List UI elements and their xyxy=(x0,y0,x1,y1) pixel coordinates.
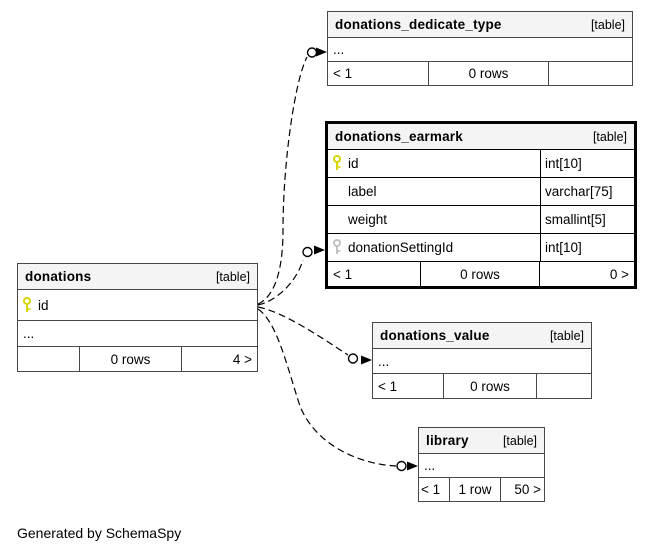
footer-parents-count: 50 > xyxy=(500,478,544,501)
table-donations_value[interactable]: donations_value [table] ... < 1 0 rows xyxy=(372,322,592,399)
column-row: label varchar[75] xyxy=(328,178,634,206)
column-row: weight smallint[5] xyxy=(328,206,634,234)
table-name: donations_value xyxy=(380,328,490,343)
column-name: label xyxy=(348,184,377,199)
column-name: ... xyxy=(378,353,390,369)
column-type: int[10] xyxy=(540,234,634,261)
column-name: weight xyxy=(348,212,388,227)
table-tag: [table] xyxy=(590,17,625,32)
footer-parents-count xyxy=(548,62,632,85)
column-name: donationSettingId xyxy=(348,240,454,255)
column-type: int[10] xyxy=(540,150,634,177)
relationship-edge-donations-to-donations_dedicate_type xyxy=(257,47,327,305)
footer-parents-count: 4 > xyxy=(181,347,257,371)
relationship-edge-donations-to-donations_earmark xyxy=(257,245,325,306)
table-header[interactable]: donations_earmark [table] xyxy=(328,124,634,150)
footer-row-count: 0 rows xyxy=(79,347,181,371)
footer-row-count: 0 rows xyxy=(428,62,548,85)
table-footer: < 1 1 row 50 > xyxy=(419,478,544,501)
footer-row-count: 1 row xyxy=(449,478,500,501)
zero-cardinality-circle xyxy=(302,246,313,258)
column-name: id xyxy=(348,156,359,171)
table-name: donations_dedicate_type xyxy=(335,17,502,32)
column-name: ... xyxy=(333,42,345,57)
column-row: ... xyxy=(419,454,544,478)
zero-cardinality-circle xyxy=(347,353,359,364)
table-header[interactable]: library [table] xyxy=(419,428,544,454)
table-tag: [table] xyxy=(592,129,627,144)
column-name: ... xyxy=(424,458,436,473)
table-header[interactable]: donations [table] xyxy=(18,264,257,290)
arrowhead-icon xyxy=(316,47,327,57)
table-donations[interactable]: donations [table] id ... 0 rows 4 > xyxy=(17,263,258,372)
primary-key-icon xyxy=(18,296,38,314)
footer-children-count: < 1 xyxy=(421,482,441,497)
footer-children-count: < 1 xyxy=(378,378,398,394)
generator-credit: Generated by SchemaSpy xyxy=(17,525,182,541)
table-name: library xyxy=(426,433,469,448)
table-footer: < 1 0 rows xyxy=(328,62,632,85)
column-row: donationSettingId int[10] xyxy=(328,234,634,262)
footer-children-count: < 1 xyxy=(333,266,353,282)
table-name: donations_earmark xyxy=(335,129,463,144)
footer-children-count xyxy=(18,347,79,371)
relationship-edge-donations-to-library xyxy=(257,308,418,472)
zero-cardinality-circle xyxy=(396,460,407,472)
column-row: ... xyxy=(328,38,632,62)
table-donations_dedicate_type[interactable]: donations_dedicate_type [table] ... < 1 … xyxy=(327,11,633,86)
table-header[interactable]: donations_dedicate_type [table] xyxy=(328,12,632,38)
table-library[interactable]: library [table] ... < 1 1 row 50 > xyxy=(418,427,545,502)
footer-parents-count xyxy=(536,374,591,398)
column-row: id xyxy=(18,290,257,321)
column-name: ... xyxy=(23,326,35,341)
arrowhead-icon xyxy=(314,245,325,255)
column-row: ... xyxy=(18,321,257,347)
column-name: id xyxy=(38,297,49,313)
table-footer: < 1 0 rows 0 > xyxy=(328,262,634,286)
foreign-key-icon xyxy=(328,239,348,256)
zero-cardinality-circle xyxy=(306,47,318,58)
footer-parents-count: 0 > xyxy=(539,262,634,286)
footer-row-count: 0 rows xyxy=(443,374,536,398)
table-tag: [table] xyxy=(215,269,250,284)
arrowhead-icon xyxy=(361,355,372,365)
table-tag: [table] xyxy=(502,433,537,448)
relationship-edge-donations-to-donations_value xyxy=(257,306,372,365)
footer-children-count: < 1 xyxy=(333,66,353,81)
table-tag: [table] xyxy=(549,328,584,343)
table-footer: 0 rows 4 > xyxy=(18,347,257,371)
table-footer: < 1 0 rows xyxy=(373,374,591,398)
arrowhead-icon xyxy=(407,461,418,471)
primary-key-icon xyxy=(328,155,348,172)
table-name: donations xyxy=(25,269,92,284)
column-row: ... xyxy=(373,349,591,374)
column-row: id int[10] xyxy=(328,150,634,178)
footer-row-count: 0 rows xyxy=(420,262,539,286)
table-donations_earmark[interactable]: donations_earmark [table] id int[10] lab… xyxy=(325,121,637,289)
table-header[interactable]: donations_value [table] xyxy=(373,323,591,349)
column-type: varchar[75] xyxy=(540,178,634,205)
column-type: smallint[5] xyxy=(540,206,634,233)
